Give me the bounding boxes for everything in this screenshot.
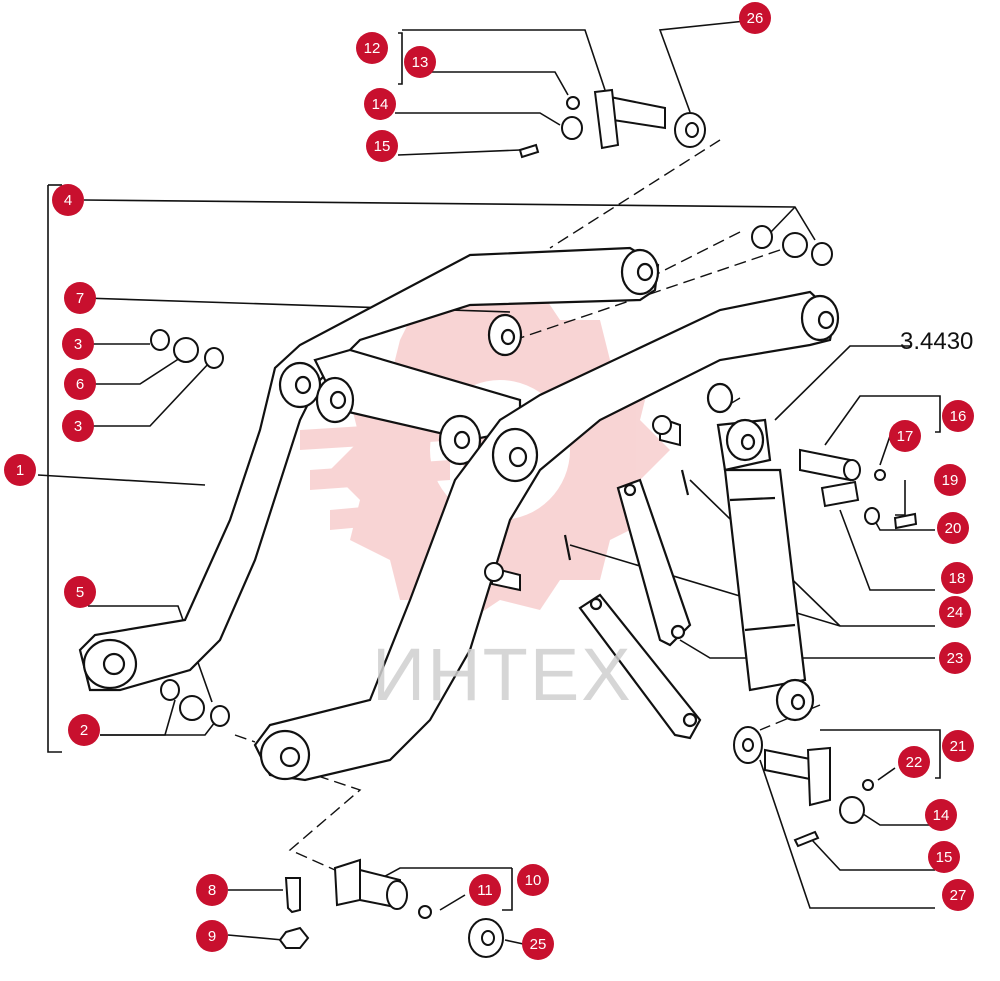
callout-badge-circle — [364, 88, 396, 120]
cross-member — [313, 313, 557, 466]
callout-badge-circle — [196, 874, 228, 906]
callout-number-3: 3 — [74, 418, 82, 435]
callout-badge-circle — [64, 576, 96, 608]
callout-badge-circle — [889, 420, 921, 452]
callout-number-1: 1 — [16, 462, 24, 479]
leader-lines — [37, 19, 941, 946]
reference-number-label: 3.4430 — [900, 328, 974, 355]
callout-number-3: 3 — [74, 336, 82, 353]
bottom-left-pin — [278, 858, 504, 958]
callout-badge-circle — [739, 2, 771, 34]
arm-pins — [484, 415, 681, 592]
callout-badges: 1233456789101112131414151516171819202122… — [4, 2, 974, 960]
callout-badge-circle — [942, 730, 974, 762]
linkage-bars — [563, 469, 702, 740]
hydraulic-cylinder — [706, 382, 815, 722]
bottom-pin-assembly — [733, 726, 874, 848]
callout-number-16: 16 — [950, 408, 967, 425]
callout-badge-circle — [934, 464, 966, 496]
callout-number-14: 14 — [933, 807, 950, 824]
callout-number-25: 25 — [530, 936, 547, 953]
callout-number-20: 20 — [945, 520, 962, 537]
callout-badge-circle — [939, 596, 971, 628]
callout-number-15: 15 — [936, 849, 953, 866]
callout-number-7: 7 — [76, 290, 84, 307]
callout-number-13: 13 — [412, 54, 429, 71]
callout-number-4: 4 — [64, 192, 72, 209]
left-loader-arm — [78, 246, 660, 692]
callout-badge-circle — [937, 512, 969, 544]
callout-number-12: 12 — [364, 40, 381, 57]
callout-number-5: 5 — [76, 584, 84, 601]
callout-badge-circle — [62, 328, 94, 360]
callout-number-14: 14 — [372, 96, 389, 113]
callout-number-22: 22 — [906, 754, 923, 771]
callout-number-9: 9 — [208, 928, 216, 945]
right-loader-arm — [253, 290, 840, 782]
callout-badge-circle — [366, 130, 398, 162]
callout-badge-circle — [942, 400, 974, 432]
callout-badge-circle — [898, 746, 930, 778]
callout-number-6: 6 — [76, 376, 84, 393]
callout-number-2: 2 — [80, 722, 88, 739]
callout-number-11: 11 — [477, 882, 493, 899]
callout-badge-circle — [942, 879, 974, 911]
bushings — [150, 225, 833, 727]
callout-number-8: 8 — [208, 882, 216, 899]
callout-badge-circle — [517, 864, 549, 896]
callout-badge-circle — [62, 410, 94, 442]
callout-badge-circle — [941, 562, 973, 594]
callout-badge-circle — [404, 46, 436, 78]
top-pin-assembly — [518, 88, 706, 159]
callout-number-24: 24 — [947, 604, 964, 621]
callout-number-26: 26 — [747, 10, 764, 27]
callout-number-23: 23 — [947, 650, 964, 667]
callout-badge-circle — [4, 454, 36, 486]
callout-badge-circle — [64, 368, 96, 400]
callout-badge-circle — [522, 928, 554, 960]
callout-number-15: 15 — [374, 138, 391, 155]
callout-number-10: 10 — [525, 872, 542, 889]
callout-badge-circle — [68, 714, 100, 746]
watermark-text: ИНТЕХ — [372, 633, 633, 716]
callout-badge-circle — [939, 642, 971, 674]
callout-badge-circle — [469, 874, 501, 906]
callout-badge-circle — [925, 799, 957, 831]
callout-badge-circle — [64, 282, 96, 314]
callout-number-18: 18 — [949, 570, 966, 587]
callout-badge-circle — [928, 841, 960, 873]
callout-number-21: 21 — [950, 738, 967, 755]
callout-badge-circle — [52, 184, 84, 216]
callout-number-17: 17 — [897, 428, 914, 445]
callout-number-27: 27 — [950, 887, 967, 904]
callout-badge-circle — [356, 32, 388, 64]
callout-number-19: 19 — [942, 472, 959, 489]
cylinder-pin-assembly — [799, 448, 918, 530]
callout-badge-circle — [196, 920, 228, 952]
